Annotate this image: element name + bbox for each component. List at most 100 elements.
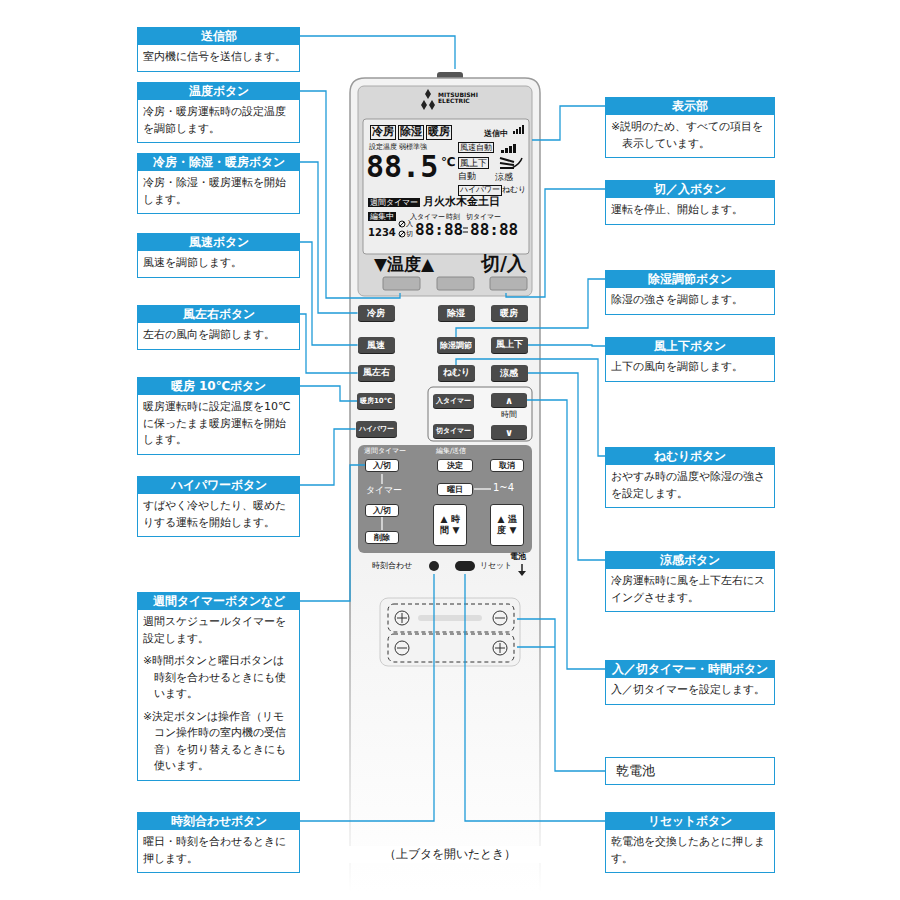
battery-compartment xyxy=(495,618,505,619)
battery-compartment xyxy=(397,613,407,623)
remote-marking: 除湿 xyxy=(398,125,424,140)
remote-button: ハイパワー xyxy=(356,421,397,437)
callout-box: 時刻合わせボタン曜日・時刻を合わせるときに押します。 xyxy=(137,812,300,873)
remote-marking: リセット xyxy=(480,561,512,570)
callout-text: おやすみ時の温度や除湿の強さを設定します。 xyxy=(611,469,769,502)
callout-text: 冷房運転時に風を上下左右にスイングさせます。 xyxy=(611,573,769,606)
battery-compartment xyxy=(395,611,507,655)
remote-marking: 切/入 xyxy=(481,253,526,275)
battery-compartment xyxy=(493,611,507,625)
button-label: 除湿 xyxy=(447,307,465,320)
remote-button: 除湿調節 xyxy=(437,337,475,353)
callout-text: ※決定ボタンは操作音（リモコン操作時の室内機の受信音）を切り替えるときにも使いま… xyxy=(143,709,294,775)
remote-marking: 月火水木金土日 xyxy=(423,196,500,209)
button-label: 入/切 xyxy=(373,505,392,516)
display-frame xyxy=(437,277,474,290)
callout-heading: 週間タイマーボタンなど xyxy=(137,592,300,610)
display-frame xyxy=(490,277,527,290)
leader-line xyxy=(300,429,356,485)
remote-marking: ▼温度▲ xyxy=(374,255,434,275)
button-panel xyxy=(358,387,532,553)
button-label: ▲ 温度 ▼ xyxy=(497,514,517,536)
callout-box: 送信部室内機に信号を送信します。 xyxy=(137,27,300,72)
button-label: 除湿調節 xyxy=(440,340,472,351)
button-label: 切タイマー xyxy=(436,426,471,436)
remote-button: 暖房10℃ xyxy=(357,393,395,409)
button-label: 冷房 xyxy=(367,307,385,320)
remote-marking: 週間タイマー xyxy=(364,447,406,455)
remote-marking: 涼感 xyxy=(495,172,513,182)
callout-text: 暖房運転時に設定温度を10℃に保ったまま暖房運転を開始します。 xyxy=(143,399,294,449)
callout-body: 入／切タイマーを設定します。 xyxy=(605,678,775,705)
callout-text: 冷房・暖房運転時の設定温度を調節します。 xyxy=(143,104,294,137)
button-label: 曜日 xyxy=(447,484,463,495)
remote-marking: ℃ xyxy=(441,156,456,170)
callout-body: 週間スケジュールタイマーを設定します。※時間ボタンと曜日ボタンは時刻を合わせると… xyxy=(137,610,300,781)
callout-body: 左右の風向を調節します。 xyxy=(137,323,300,350)
lcd-icons xyxy=(463,228,468,232)
remote-body xyxy=(350,78,540,892)
remote-marking: 風上下 xyxy=(458,157,489,169)
leader-line xyxy=(300,36,605,821)
button-label: 風上下 xyxy=(496,339,523,351)
display-frame xyxy=(383,277,420,290)
remote-marking: 週間タイマー xyxy=(368,198,420,207)
remote-button: 切タイマー xyxy=(433,424,474,438)
battery-compartment xyxy=(395,611,409,625)
remote-button: 取消 xyxy=(490,459,524,472)
remote-button: ▲ 温度 ▼ xyxy=(490,504,524,546)
callout-body: 除湿の強さを調節します。 xyxy=(605,288,775,315)
leader-line xyxy=(300,162,358,313)
maker-logo xyxy=(421,100,427,110)
battery-compartment xyxy=(388,634,514,662)
callout-heading: ねむりボタン xyxy=(605,447,775,465)
callout-box: 温度ボタン冷房・暖房運転時の設定温度を調節します。 xyxy=(137,82,300,143)
display-frame xyxy=(363,119,529,254)
callout-text: 左右の風向を調節します。 xyxy=(143,327,294,344)
callout-text: 乾電池を交換したあとに押します。 xyxy=(611,834,769,867)
leader-line xyxy=(517,619,605,771)
callout-box: 表示部※説明のため、すべての項目を表示しています。 xyxy=(605,97,775,158)
callout-text: ※時間ボタンと曜日ボタンは時刻を合わせるときにも使います。 xyxy=(143,653,294,703)
remote-marking: タイマー xyxy=(366,485,402,495)
callout-box: 冷房・除湿・暖房ボタン冷房・除湿・暖房運転を開始します。 xyxy=(137,153,300,214)
leader-line xyxy=(456,279,605,337)
remote-button: 曜日 xyxy=(437,483,473,496)
remote-button: 除湿 xyxy=(438,305,475,321)
leader-line xyxy=(300,465,365,601)
callout-body: すばやく冷やしたり、暖めたりする運転を開始します。 xyxy=(137,494,300,537)
callout-box: 涼感ボタン冷房運転時に風を上下左右にスイングさせます。 xyxy=(605,551,775,612)
caption: （上ブタを開いたとき） xyxy=(340,846,560,863)
button-label: 暖房10℃ xyxy=(360,396,392,406)
callout-heading: 温度ボタン xyxy=(137,82,300,100)
remote-marking: 時間 xyxy=(501,410,517,419)
remote-button: 削除 xyxy=(365,531,399,544)
button-label: 風左右 xyxy=(363,367,390,379)
callout-text: すばやく冷やしたり、暖めたりする運転を開始します。 xyxy=(143,498,294,531)
button-panel xyxy=(381,517,382,530)
remote-button: 冷房 xyxy=(358,305,395,321)
leader-line xyxy=(532,106,605,140)
button-panel xyxy=(428,387,532,441)
remote-marking: 自動 xyxy=(458,171,476,181)
battery-compartment xyxy=(388,604,514,632)
battery-compartment xyxy=(493,641,507,655)
leader-line xyxy=(300,386,357,401)
remote-marking: 切 xyxy=(406,230,413,238)
remote-body xyxy=(350,72,540,892)
battery-compartment xyxy=(380,598,520,666)
small-buttons xyxy=(429,561,526,576)
callout-box: 除湿調節ボタン除湿の強さを調節します。 xyxy=(605,270,775,315)
callout-body: 冷房・除湿・暖房運転を開始します。 xyxy=(137,171,300,214)
button-panel xyxy=(358,445,532,553)
button-panel xyxy=(381,474,382,484)
leader-line xyxy=(506,189,605,297)
remote-button: ねむり xyxy=(438,365,475,381)
callout-text: 室内機に信号を送信します。 xyxy=(143,49,294,66)
callout-heading: 入／切タイマー・時間ボタン xyxy=(605,660,775,678)
callout-heading: 涼感ボタン xyxy=(605,551,775,569)
leader-line xyxy=(528,373,606,560)
button-label: 削除 xyxy=(374,532,390,543)
remote-marking: 冷房 xyxy=(370,125,396,140)
